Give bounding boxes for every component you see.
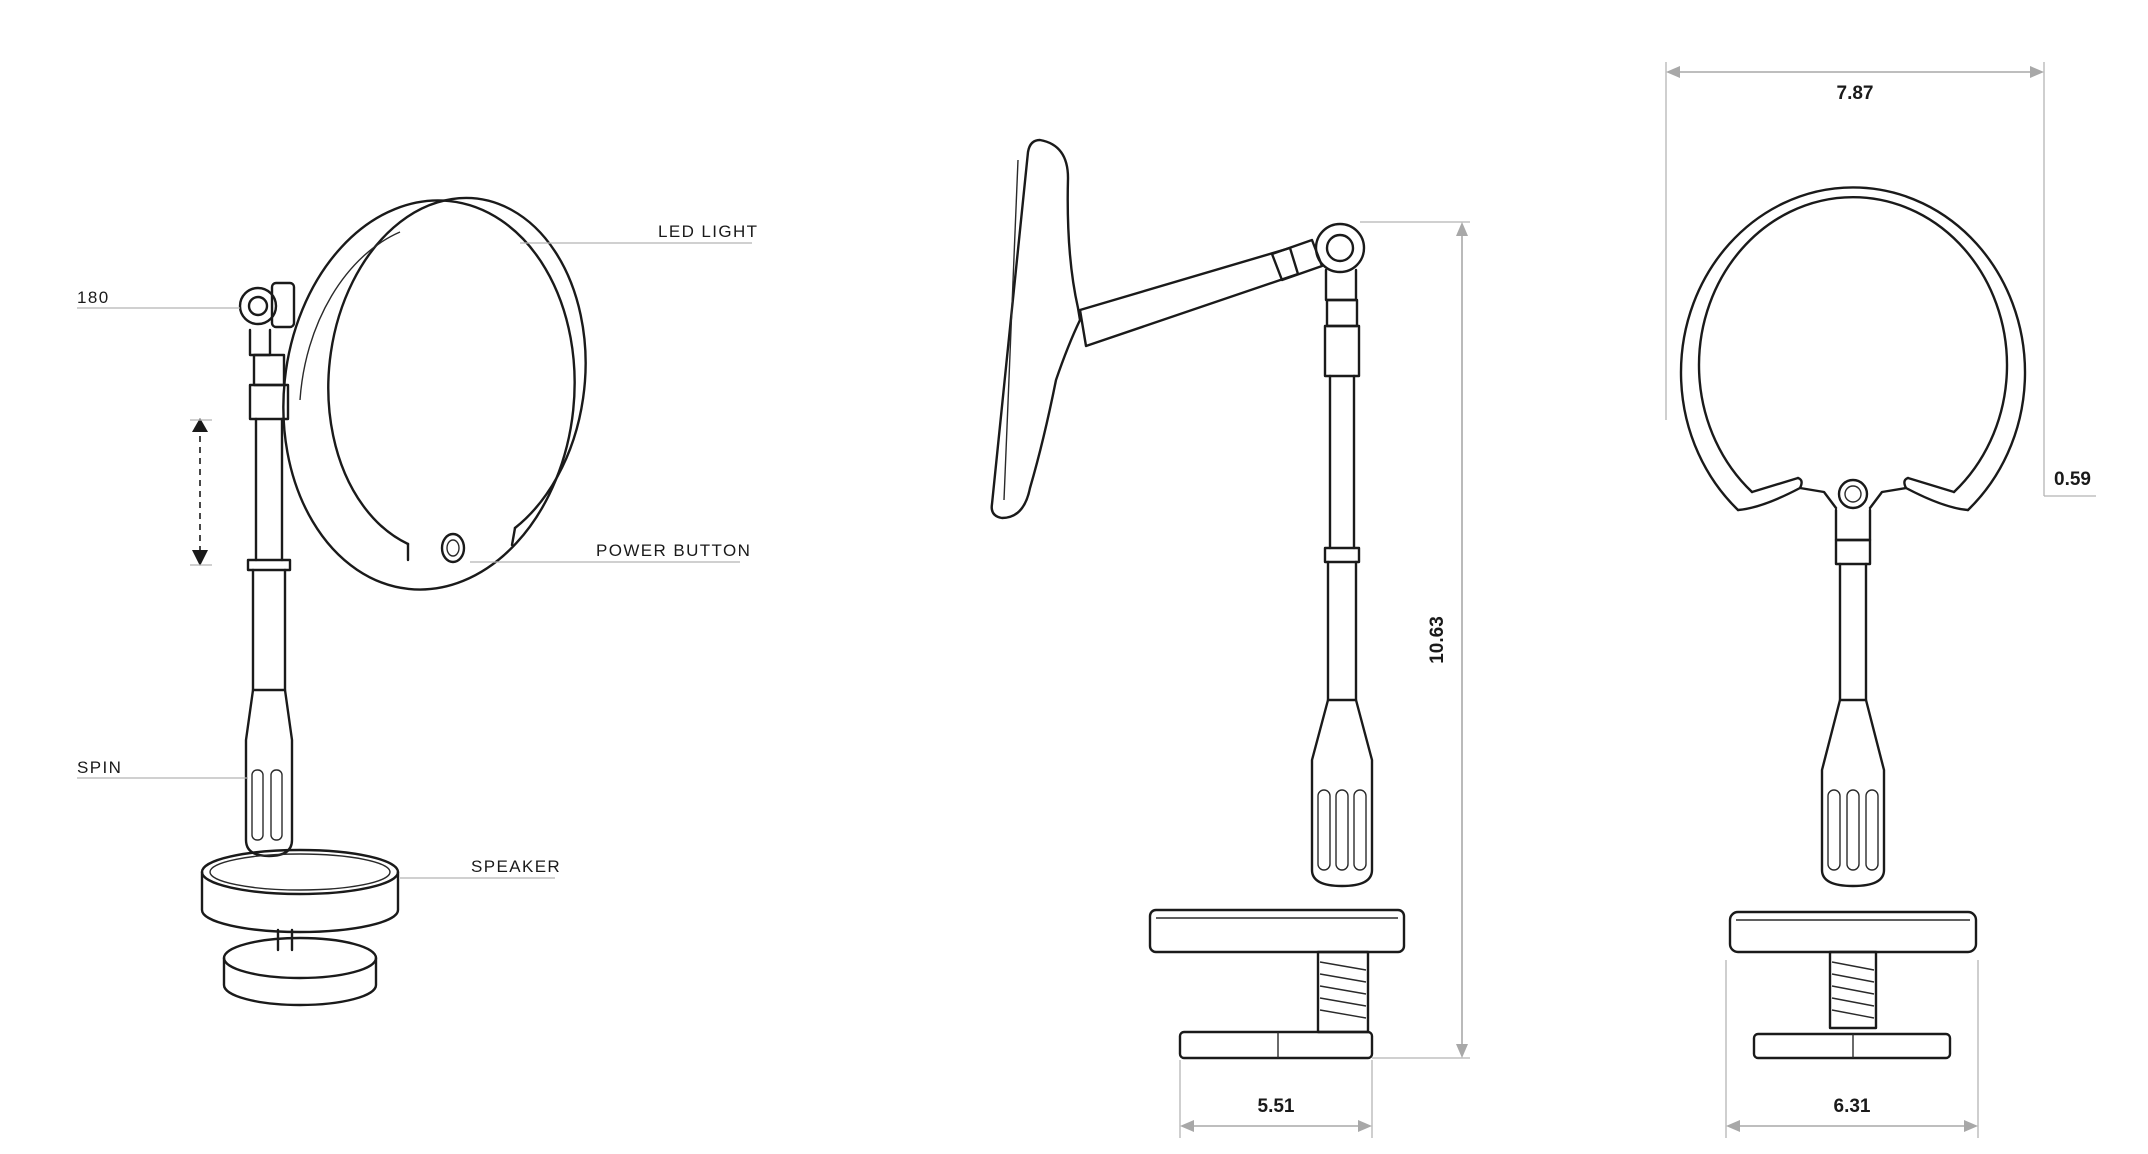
power-button-label: POWER BUTTON: [596, 541, 751, 560]
front-pole: [1820, 508, 1886, 888]
perspective-view: LED LIGHT 180 POWER BUTTON SPIN SPEAKER: [77, 196, 758, 1007]
side-view: 10.63 5.51: [990, 138, 1470, 1138]
side-width-dimension-value: 5.51: [1258, 1096, 1295, 1117]
ring-gap-dimension-value: 0.59: [2054, 469, 2091, 490]
side-ring-edge: [990, 138, 1082, 520]
height-adjust-arrow: [190, 418, 212, 566]
side-width-dimension: 5.51: [1179, 1060, 1373, 1138]
perspective-pole: [244, 353, 294, 858]
width-dimension: 7.87: [1665, 62, 2045, 420]
side-base-clamp: [1148, 908, 1406, 1060]
speaker-label: SPEAKER: [471, 857, 561, 876]
perspective-power-button: [440, 532, 466, 564]
perspective-hinge: [238, 281, 296, 357]
side-hinge: [1314, 222, 1366, 302]
width-dimension-value: 7.87: [1837, 83, 1874, 104]
front-width-dimension: 6.31: [1725, 960, 1979, 1138]
front-view: 7.87 0.59 6.31: [1665, 62, 2096, 1138]
perspective-speaker-base: [200, 848, 400, 1007]
perspective-ring: [282, 196, 587, 591]
side-arm: [1078, 246, 1300, 348]
ring-gap-dimension: 0.59: [2043, 300, 2096, 497]
rotation-label: 180: [77, 288, 110, 307]
front-power-button: [1837, 478, 1869, 510]
front-ring: [1679, 186, 2027, 512]
height-dimension-value: 10.63: [1427, 616, 1448, 664]
height-dimension: 10.63: [1360, 221, 1470, 1059]
front-base-clamp: [1728, 910, 1978, 1060]
side-pole: [1310, 298, 1374, 888]
led-light-label: LED LIGHT: [658, 222, 758, 241]
front-width-dimension-value: 6.31: [1834, 1096, 1871, 1117]
spin-label: SPIN: [77, 758, 122, 777]
